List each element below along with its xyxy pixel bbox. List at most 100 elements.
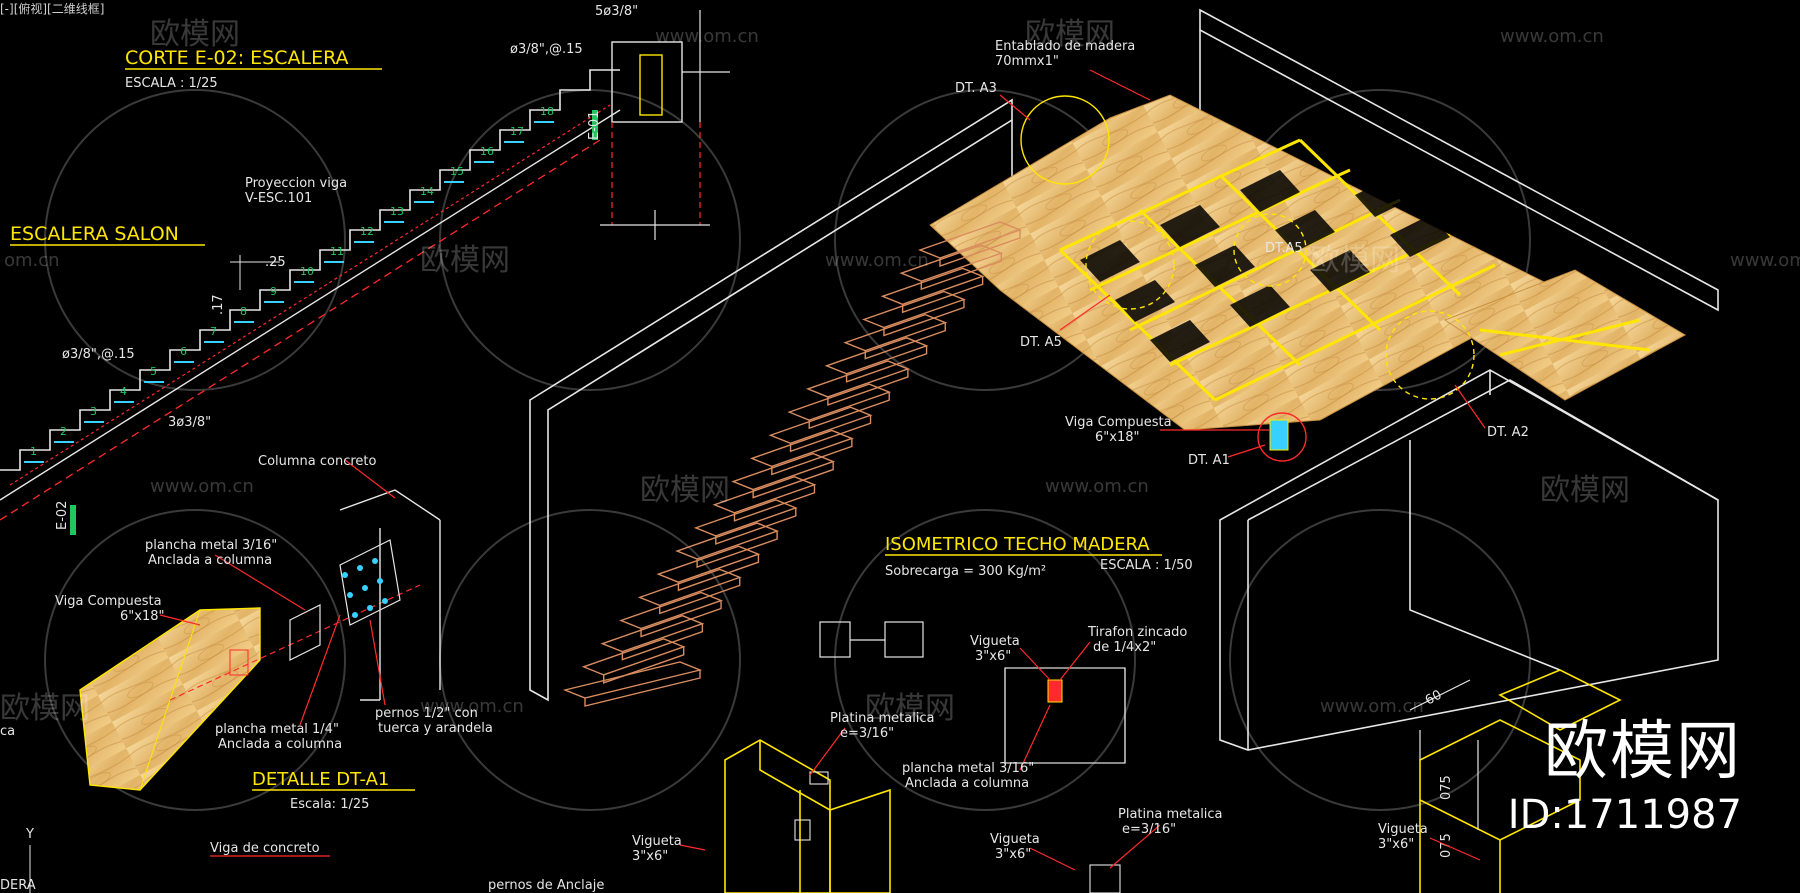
svg-text:DT. A5: DT. A5 <box>1020 335 1062 350</box>
stair-riser <box>827 368 909 406</box>
stair-riser <box>752 461 834 499</box>
svg-text:ca: ca <box>0 724 15 739</box>
svg-text:www.om.cn: www.om.cn <box>150 476 254 497</box>
bolts <box>342 558 388 618</box>
svg-text:Tirafon zincado: Tirafon zincado <box>1087 625 1187 640</box>
svg-text:Viga de concreto: Viga de concreto <box>210 841 320 856</box>
iso-load: Sobrecarga = 300 Kg/m² <box>885 564 1046 579</box>
svg-text:Y: Y <box>25 827 34 842</box>
viewport-label[interactable]: [-][俯视][二维线框] <box>0 2 105 16</box>
svg-text:Anclada a columna: Anclada a columna <box>905 776 1029 791</box>
svg-text:欧模网: 欧模网 <box>420 243 510 278</box>
stair-tread <box>843 313 948 352</box>
svg-text:plancha metal 3/16": plancha metal 3/16" <box>145 538 277 553</box>
beam-rebar-box <box>639 54 663 116</box>
top-beam <box>611 41 683 123</box>
svg-text:pernos 1/2" con: pernos 1/2" con <box>375 706 478 721</box>
step-number: 4 <box>120 385 127 398</box>
step-number: 16 <box>480 145 494 158</box>
stair-tread <box>805 360 910 398</box>
stair-riser <box>733 484 816 522</box>
svg-text:Anclada a columna: Anclada a columna <box>218 737 342 752</box>
detail-a5-bubble <box>1085 220 1175 310</box>
step-number: 9 <box>270 285 277 298</box>
stair-riser <box>845 345 928 383</box>
step-number: 7 <box>210 325 217 338</box>
stair-section-labels: CORTE E-02: ESCALERA ESCALA : 1/25 ESCAL… <box>4 4 638 530</box>
svg-text:Vigueta: Vigueta <box>1378 822 1428 837</box>
step-number: 12 <box>360 225 374 238</box>
svg-text:欧模网: 欧模网 <box>640 473 730 508</box>
svg-text:www.om.cn: www.om.cn <box>1730 250 1800 271</box>
stair-section: 1 2 3 4 5 6 7 8 9 10 11 12 13 14 15 16 1… <box>0 10 730 535</box>
stair-riser <box>864 322 946 360</box>
mid-details: Vigueta 3"x6" Tirafon zincado de 1/4x2" … <box>632 621 1223 893</box>
watermarks: 欧模网 www.om.cn www.om.cn 欧模网 欧模网 www.om.c… <box>0 17 1800 726</box>
svg-text:e=3/16": e=3/16" <box>840 726 894 741</box>
section-title: CORTE E-02: ESCALERA <box>125 47 349 69</box>
svg-text:Platina metalica: Platina metalica <box>830 711 935 726</box>
stair-riser <box>677 554 760 592</box>
svg-text:pernos de Anclaje: pernos de Anclaje <box>488 878 604 893</box>
svg-text:Platina metalica: Platina metalica <box>1118 807 1223 822</box>
stair-tread <box>581 638 686 676</box>
step-number: 14 <box>420 185 434 198</box>
iso-title: ISOMETRICO TECHO MADERA <box>885 534 1150 555</box>
svg-text:Entablado de madera: Entablado de madera <box>995 39 1135 54</box>
step-number: 8 <box>240 305 247 318</box>
stair-tread <box>600 614 705 653</box>
joist-grid <box>1058 138 1651 402</box>
step-number: 15 <box>450 165 464 178</box>
e02-marker <box>70 505 76 535</box>
svg-text:E-01: E-01 <box>587 111 602 140</box>
model-id: ID:1711987 <box>1507 792 1742 838</box>
step-number: 11 <box>330 245 344 258</box>
svg-text:70mmx1": 70mmx1" <box>995 54 1059 69</box>
detail-dt-a1: Columna concreto plancha metal 3/16" Anc… <box>0 454 604 893</box>
svg-text:60: 60 <box>1423 688 1445 709</box>
svg-text:Vigueta: Vigueta <box>632 834 682 849</box>
steel-plates <box>289 539 401 661</box>
svg-text:075: 075 <box>1439 775 1454 800</box>
svg-text:欧模网: 欧模网 <box>1310 243 1400 278</box>
brand-watermark: 欧模网 <box>1544 715 1742 789</box>
svg-text:ø3/8",@.15: ø3/8",@.15 <box>62 347 135 362</box>
composite-beam-bracket <box>1269 419 1289 451</box>
stair-riser <box>659 577 741 615</box>
detail-title: DETALLE DT-A1 <box>252 769 389 790</box>
step-number: 6 <box>180 345 187 358</box>
svg-text:e=3/16": e=3/16" <box>1122 822 1176 837</box>
section-scale: ESCALA : 1/25 <box>125 76 218 91</box>
svg-text:Proyeccion viga: Proyeccion viga <box>245 176 347 191</box>
stair-riser <box>715 507 797 545</box>
svg-text:DT. A2: DT. A2 <box>1487 425 1529 440</box>
svg-text:5ø3/8": 5ø3/8" <box>595 4 638 19</box>
svg-text:DT. A1: DT. A1 <box>1188 453 1230 468</box>
detail-scale: Escala: 1/25 <box>290 797 369 812</box>
stair-riser <box>584 670 701 707</box>
stair-profile <box>0 69 620 471</box>
stair-tread <box>768 406 873 445</box>
iso-walls <box>529 8 1719 751</box>
stair-riser <box>640 600 722 638</box>
svg-text:欧模网: 欧模网 <box>1540 473 1630 508</box>
stair-riser <box>920 253 1003 291</box>
svg-text:DT. A3: DT. A3 <box>955 81 997 96</box>
svg-text:3"x6": 3"x6" <box>975 649 1011 664</box>
stair-tread <box>749 429 854 468</box>
svg-text:3"x6": 3"x6" <box>995 847 1031 862</box>
svg-text:3ø3/8": 3ø3/8" <box>168 415 211 430</box>
svg-text:Vigueta: Vigueta <box>970 634 1020 649</box>
svg-text:欧模网: 欧模网 <box>865 691 955 726</box>
stair-riser <box>789 415 872 453</box>
svg-text:Columna concreto: Columna concreto <box>258 454 377 469</box>
svg-text:Anclada a columna: Anclada a columna <box>148 553 272 568</box>
detail-a5-inner-bubble <box>1233 213 1307 287</box>
stair-tread <box>675 522 780 560</box>
stair-soffit <box>0 109 621 501</box>
detail-a2-bubble <box>1385 310 1475 400</box>
step-number: 3 <box>90 405 97 418</box>
right-bottom-detail: 60 075 075 Vigueta 3"x6" <box>1378 669 1622 893</box>
joist-cells <box>1080 170 1450 362</box>
